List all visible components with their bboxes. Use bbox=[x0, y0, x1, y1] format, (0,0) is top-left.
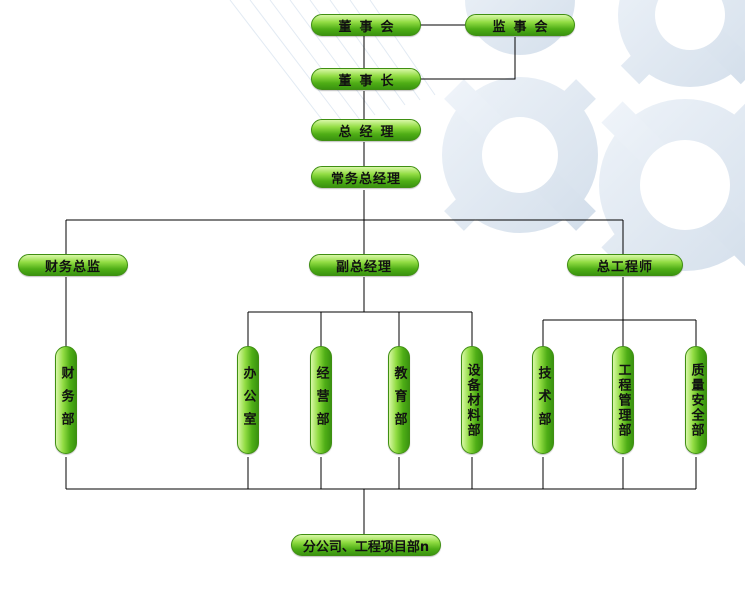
executive-general-manager-node: 常务总经理 bbox=[311, 166, 421, 188]
engineering-management-department-node: 工程管理部 bbox=[612, 346, 634, 454]
deputy-general-manager-node: 副总经理 bbox=[309, 254, 419, 276]
board-of-supervisors-node: 监事会 bbox=[465, 14, 575, 36]
quality-safety-department-node: 质量安全部 bbox=[685, 346, 707, 454]
education-department-node: 教育部 bbox=[388, 346, 410, 454]
cfo-node: 财务总监 bbox=[18, 254, 128, 276]
chief-engineer-node: 总工程师 bbox=[567, 254, 683, 276]
branches-project-departments-node: 分公司、工程项目部n bbox=[291, 534, 441, 556]
operations-department-node: 经营部 bbox=[310, 346, 332, 454]
chairman-node: 董事长 bbox=[311, 68, 421, 90]
technology-department-node: 技术部 bbox=[532, 346, 554, 454]
office-node: 办公室 bbox=[237, 346, 259, 454]
finance-department-node: 财务部 bbox=[55, 346, 77, 454]
board-of-directors-node: 董事会 bbox=[311, 14, 421, 36]
equipment-materials-department-node: 设备材料部 bbox=[461, 346, 483, 454]
general-manager-node: 总经理 bbox=[311, 119, 421, 141]
